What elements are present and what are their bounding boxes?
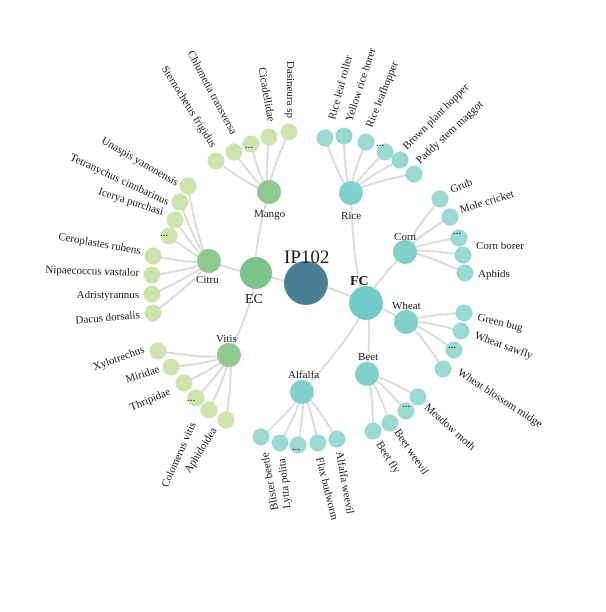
crop-node-vitis	[217, 343, 241, 367]
crop-label-mango: Mango	[254, 208, 286, 220]
pest-node-rice-3	[376, 143, 394, 161]
pest-node-alfalfa-0	[252, 428, 270, 446]
pest-node-mango-1	[225, 143, 243, 161]
crop-label-wheat: Wheat	[392, 300, 421, 312]
tree-nodes	[143, 123, 474, 454]
pest-node-vitis-5	[217, 411, 235, 429]
pest-node-mango-3	[260, 128, 278, 146]
pest-label-beet-fly: Beet fly	[373, 439, 402, 476]
ellipsis-rice: ...	[376, 137, 385, 149]
category-label-ec: EC	[245, 292, 263, 307]
crop-label-beet: Beet	[358, 351, 378, 363]
pest-label-nipaecoccus-vastalor: Nipaecoccus vastalor	[45, 264, 139, 279]
crop-node-beet	[355, 362, 379, 386]
crop-node-alfalfa	[290, 380, 314, 404]
ellipsis-beet: ...	[402, 398, 411, 410]
ellipsis-wheat: ...	[448, 339, 457, 351]
crop-node-mango	[257, 180, 281, 204]
pest-node-citrus-5	[143, 266, 161, 284]
crop-node-citrus	[197, 249, 221, 273]
crop-label-vitis: Vitis	[216, 333, 237, 345]
pest-label-grub: Grub	[449, 176, 475, 196]
pest-node-citrus-3	[160, 227, 178, 245]
pest-label-meadow-moth: Meadow moth	[422, 401, 478, 453]
pest-node-citrus-1	[171, 193, 189, 211]
pest-node-wheat-2	[445, 341, 463, 359]
pest-node-corn-1	[441, 208, 459, 226]
ellipsis-alfalfa: ...	[292, 441, 301, 453]
pest-node-wheat-1	[452, 322, 470, 340]
pest-node-corn-4	[456, 264, 474, 282]
pest-node-beet-2	[397, 402, 415, 420]
pest-node-vitis-2	[175, 374, 193, 392]
pest-node-citrus-7	[144, 304, 162, 322]
pest-node-vitis-0	[149, 342, 167, 360]
ellipsis-mango: ...	[245, 139, 254, 151]
pest-node-vitis-1	[162, 358, 180, 376]
pest-label-cicadellidae: Cicadellidae	[255, 66, 276, 122]
pest-label-aphids: Aphids	[478, 268, 510, 280]
pest-node-beet-0	[364, 422, 382, 440]
pest-label-dacus-dorsalis: Dacus dorsalis	[75, 309, 140, 327]
root-label: IP102	[284, 247, 329, 268]
pest-node-rice-2	[357, 133, 375, 151]
pest-node-wheat-0	[455, 304, 473, 322]
pest-node-wheat-3	[434, 360, 452, 378]
pest-node-citrus-0	[179, 177, 197, 195]
pest-node-beet-3	[409, 388, 427, 406]
pest-label-dasineura-sp: Dasineura sp	[284, 61, 296, 119]
ellipsis-corn: ...	[453, 225, 462, 237]
crop-node-rice	[339, 181, 363, 205]
crop-label-alfalfa: Alfalfa	[288, 369, 319, 381]
pest-node-rice-5	[405, 165, 423, 183]
pest-node-corn-0	[431, 190, 449, 208]
pest-label-miridae: Miridae	[124, 363, 161, 385]
pest-node-corn-2	[450, 229, 468, 247]
pest-node-mango-4	[280, 123, 298, 141]
pest-node-citrus-2	[166, 211, 184, 229]
pest-node-citrus-4	[144, 247, 162, 265]
pest-node-alfalfa-3	[309, 434, 327, 452]
ellipsis-vitis: ...	[187, 392, 196, 404]
root-node	[284, 261, 328, 305]
pest-node-rice-1	[335, 127, 353, 145]
pest-node-alfalfa-2	[289, 436, 307, 454]
pest-label-corn-borer: Corn borer	[476, 240, 524, 252]
category-label-fc: FC	[350, 274, 369, 289]
pest-node-citrus-6	[143, 285, 161, 303]
pest-node-alfalfa-4	[328, 430, 346, 448]
pest-label-ceroplastes-rubens: Ceroplastes rubens	[57, 231, 141, 257]
pest-label-green-bug: Green bug	[476, 311, 524, 334]
pest-node-beet-1	[381, 414, 399, 432]
pest-node-rice-4	[391, 151, 409, 169]
pest-label-wheat-blossom-midge: Wheat blossom midge	[455, 366, 544, 430]
pest-node-corn-3	[454, 246, 472, 264]
crop-node-corn	[393, 240, 417, 264]
pest-label-adristyrannus: Adristyrannus	[77, 289, 139, 301]
pest-label-wheat-sawfly: Wheat sawfly	[473, 330, 535, 362]
pest-node-mango-0	[207, 152, 225, 170]
pest-node-rice-0	[316, 129, 334, 147]
category-node-fc	[349, 286, 383, 320]
pest-label-thripidae: Thripidae	[128, 386, 172, 414]
pest-label-mole-cricket: Mole cricket	[458, 188, 515, 216]
pest-node-alfalfa-1	[271, 434, 289, 452]
crop-node-wheat	[394, 310, 418, 334]
category-node-ec	[240, 257, 272, 289]
pest-node-mango-2	[242, 135, 260, 153]
crop-label-corn: Corn	[394, 231, 417, 243]
pest-node-vitis-3	[187, 389, 205, 407]
pest-node-vitis-4	[200, 401, 218, 419]
ellipsis-citrus: ...	[160, 227, 169, 239]
pest-label-lytta-polita: Lytta polita	[276, 458, 293, 510]
crop-label-citrus: Citru	[196, 274, 219, 286]
crop-label-rice: Rice	[341, 210, 361, 222]
